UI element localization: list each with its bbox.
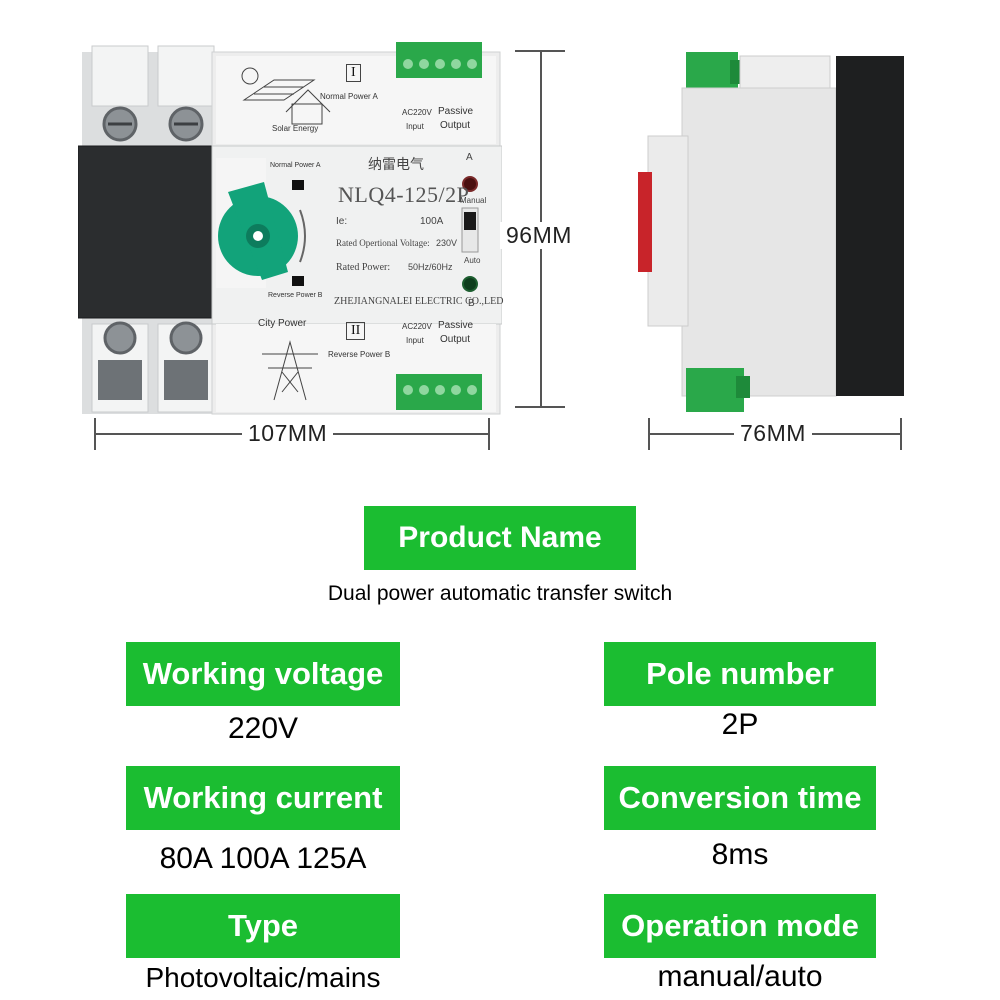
label-input-top: Input — [406, 122, 424, 131]
height-dimension-cap-top — [515, 50, 565, 52]
height-dimension-label: 96MM — [500, 222, 578, 249]
pole-number-badge: Pole number — [604, 642, 876, 706]
type-badge: Type — [126, 894, 400, 958]
indicator-a-label: A — [466, 152, 473, 163]
product-name-value: Dual power automatic transfer switch — [327, 582, 673, 605]
label-normal-power-a-mid: Normal Power A — [270, 162, 321, 169]
operation-mode-badge: Operation mode — [604, 894, 876, 958]
label-input-bottom: Input — [406, 336, 424, 345]
label-normal-power-a-top: Normal Power A — [320, 92, 378, 101]
width-dimension-cap-right — [488, 418, 490, 450]
working-current-badge: Working current — [126, 766, 400, 830]
rated-power-label: Rated Power: — [336, 262, 391, 273]
brand-name: 纳雷电气 — [368, 157, 424, 173]
label-passive-bottom: Passive — [438, 320, 474, 331]
switch-side-view — [638, 52, 904, 412]
manual-label: Manual — [460, 196, 487, 205]
operation-mode-value: manual/auto — [657, 960, 823, 993]
depth-dimension-cap-left — [648, 418, 650, 450]
indicator-b-label: B — [468, 298, 475, 309]
label-roman-one: I — [346, 64, 361, 82]
label-city-power: City Power — [258, 318, 307, 329]
product-name-badge: Product Name — [364, 506, 636, 570]
height-dimension-cap-bottom — [515, 406, 565, 408]
label-reverse-power-b-mid: Reverse Power B — [268, 292, 323, 299]
manufacturer-name: ZHEJIANGNALEI ELECTRIC CO.,LED — [334, 296, 504, 307]
depth-dimension-label: 76MM — [734, 420, 812, 447]
rated-power-value: 50Hz/60Hz — [408, 262, 453, 272]
working-voltage-value: 220V — [227, 712, 299, 745]
depth-dimension-cap-right — [900, 418, 902, 450]
label-passive-top: Passive — [438, 106, 474, 117]
label-reverse-power-b-bottom: Reverse Power B — [328, 350, 391, 359]
model-number: NLQ4-125/2P — [338, 182, 470, 207]
switch-front-view — [78, 42, 502, 415]
pole-number-value: 2P — [721, 708, 759, 741]
conversion-time-badge: Conversion time — [604, 766, 876, 830]
label-output-top: Output — [440, 120, 471, 131]
width-dimension-label: 107MM — [242, 420, 334, 447]
auto-label: Auto — [464, 256, 481, 265]
working-voltage-badge: Working voltage — [126, 642, 400, 706]
rated-voltage-value: 230V — [436, 238, 458, 248]
ie-label: Ie: — [336, 216, 348, 227]
ie-value: 100A — [420, 216, 444, 227]
type-value: Photovoltaic/mains — [145, 962, 381, 993]
label-ac220v-bottom: AC220V — [402, 322, 432, 331]
label-ac220v-top: AC220V — [402, 108, 432, 117]
label-output-bottom: Output — [440, 334, 471, 345]
conversion-time-value: 8ms — [711, 838, 769, 871]
rated-voltage-label: Rated Opertional Voltage: — [336, 238, 430, 248]
label-roman-two: II — [346, 322, 366, 340]
width-dimension-cap-left — [94, 418, 96, 450]
label-solar-energy: Solar Energy — [272, 124, 319, 133]
working-current-value: 80A 100A 125A — [159, 842, 367, 875]
